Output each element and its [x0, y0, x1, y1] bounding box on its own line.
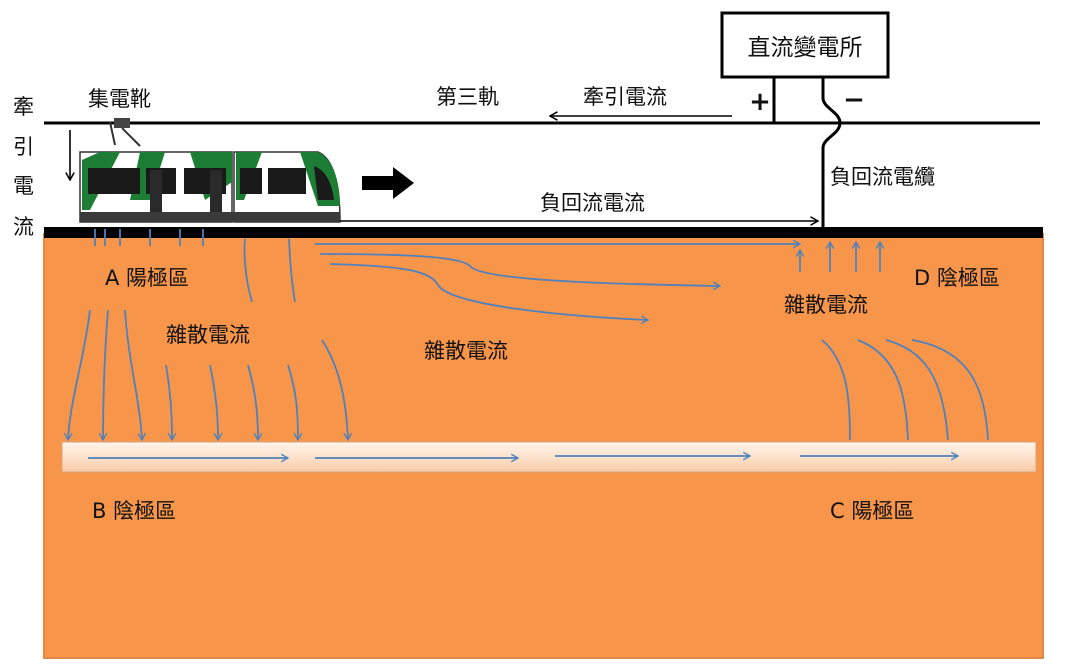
stray-arrow: [319, 253, 722, 291]
stray-current-label-right: 雜散電流: [784, 293, 868, 317]
stray-arrow: [857, 339, 909, 441]
collector-shoe-label: 集電靴: [88, 87, 151, 111]
buried-pipe: [61, 441, 1037, 473]
minus-sign: −: [843, 85, 865, 115]
stray-arrow: [209, 364, 223, 442]
tram-icon: [79, 118, 341, 223]
stray-arrow: [98, 309, 109, 442]
traction-current-label: 牽引電流: [583, 85, 667, 109]
direction-arrow-icon: [362, 167, 414, 199]
stray-arrow: [821, 339, 851, 441]
traction-current-vertical-3: 電: [13, 174, 34, 198]
stray-arrow: [288, 238, 296, 303]
stray-arrow: [243, 238, 253, 303]
stray-arrow: [247, 364, 263, 442]
stray-arrow: [165, 364, 177, 442]
zone-b-label: B 陰極區: [92, 499, 176, 523]
return-current-label: 負回流電流: [540, 191, 645, 215]
stray-arrow: [911, 339, 989, 441]
stray-arrow: [321, 339, 353, 442]
traction-current-vertical-4: 流: [13, 215, 34, 239]
plus-sign: +: [749, 87, 771, 117]
substation-label: 直流變電所: [748, 35, 863, 61]
stray-current-arrows: [63, 229, 989, 463]
third-rail-label: 第三軌: [436, 85, 499, 109]
zone-a-label: A 陽極區: [105, 266, 189, 290]
stray-arrow: [124, 309, 147, 442]
running-rail: [44, 227, 1043, 238]
stray-arrow: [287, 364, 303, 442]
return-cable-label: 負回流電纜: [830, 165, 935, 189]
stray-arrow: [329, 263, 650, 325]
zone-c-label: C 陽極區: [830, 499, 914, 523]
stray-arrow: [63, 309, 91, 442]
negative-return-cable: [821, 77, 842, 228]
traction-current-vertical-2: 引: [13, 135, 34, 159]
traction-current-vertical-1: 牽: [13, 95, 34, 119]
substation-box: [720, 11, 890, 79]
stray-current-label-center: 雜散電流: [424, 339, 508, 363]
stray-current-label-left: 雜散電流: [166, 323, 250, 347]
zone-d-label: D 陰極區: [914, 266, 1000, 290]
stray-arrow: [885, 339, 949, 441]
